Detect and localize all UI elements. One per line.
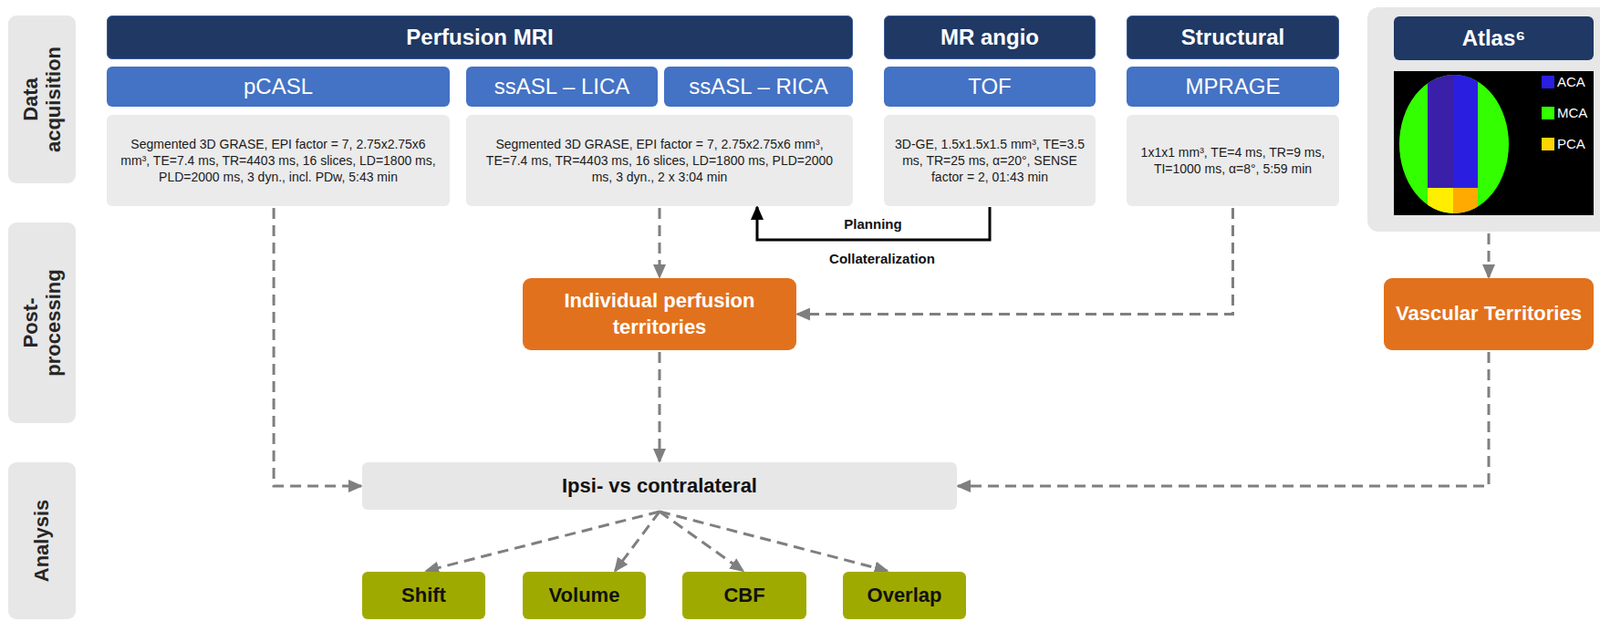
result-box: CBF bbox=[682, 571, 807, 620]
node-text: pCASL bbox=[243, 73, 313, 100]
node-text: CBF bbox=[723, 583, 765, 608]
node-text: Volume bbox=[549, 583, 621, 608]
flow-arrow bbox=[659, 511, 888, 572]
node-text: TOF bbox=[967, 73, 1012, 100]
sequence-box: MPRAGE bbox=[1126, 66, 1340, 107]
planning-arrow bbox=[757, 207, 990, 240]
flow-arrow bbox=[273, 207, 362, 487]
node-text: Shift bbox=[401, 583, 447, 608]
flow-arrow bbox=[797, 207, 1234, 315]
section-header: Structural bbox=[1126, 15, 1340, 60]
flow-arrow bbox=[1487, 233, 1491, 278]
sequence-box: ssASL – RICA bbox=[664, 66, 853, 107]
node-text: Structural bbox=[1181, 24, 1285, 51]
sequence-box: pCASL bbox=[106, 66, 450, 107]
node-text: 3D-GE, 1.5x1.5x1.5 mm³, TE=3.5 ms, TR=25… bbox=[893, 135, 1087, 187]
acquisition-band: Data acquisition bbox=[8, 15, 76, 184]
node-text: ssASL – RICA bbox=[688, 73, 829, 100]
node-text: Ipsi- vs contralateral bbox=[561, 474, 758, 499]
legend-text: MCA bbox=[1557, 104, 1588, 121]
node-text: Overlap bbox=[867, 583, 943, 608]
analysis-band: Analysis bbox=[8, 462, 76, 620]
parameter-box: 1x1x1 mm³, TE=4 ms, TR=9 ms, TI=1000 ms,… bbox=[1126, 114, 1340, 207]
process-box: Individual perfusion territories bbox=[522, 278, 797, 351]
section-header: Perfusion MRI bbox=[106, 15, 853, 60]
node-text: 1x1x1 mm³, TE=4 ms, TR=9 ms, TI=1000 ms,… bbox=[1135, 144, 1330, 177]
sequence-box: TOF bbox=[883, 66, 1096, 107]
analysis-box: Ipsi- vs contralateral bbox=[362, 462, 957, 510]
flow-arrow bbox=[425, 511, 660, 572]
node-text: MR angio bbox=[940, 24, 1039, 51]
result-box: Volume bbox=[522, 571, 646, 620]
flow-arrow bbox=[614, 511, 660, 572]
flow-arrow bbox=[659, 511, 744, 572]
node-text: Atlas⁶ bbox=[1393, 16, 1594, 61]
edge-label: Planning bbox=[841, 216, 904, 232]
process-box: Vascular Territories bbox=[1383, 278, 1594, 351]
node-text: Individual perfusion territories bbox=[533, 288, 786, 341]
parameter-box: Segmented 3D GRASE, EPI factor = 7, 2.75… bbox=[106, 114, 450, 207]
flow-arrow bbox=[957, 352, 1489, 487]
node-text: Post- processing bbox=[19, 263, 66, 383]
flow-arrow bbox=[658, 207, 662, 278]
legend-swatch bbox=[1541, 75, 1555, 89]
node-text: MPRAGE bbox=[1184, 73, 1280, 100]
sequence-box: ssASL – LICA bbox=[466, 66, 658, 107]
node-text: Vascular Territories bbox=[1395, 301, 1582, 328]
node-text: Data acquisition bbox=[19, 40, 66, 159]
legend-swatch bbox=[1541, 137, 1555, 151]
result-box: Overlap bbox=[842, 571, 967, 620]
node-text: ssASL – LICA bbox=[494, 73, 631, 100]
result-box: Shift bbox=[362, 571, 486, 620]
section-header: MR angio bbox=[883, 15, 1096, 60]
parameter-box: 3D-GE, 1.5x1.5x1.5 mm³, TE=3.5 ms, TR=25… bbox=[883, 114, 1096, 207]
processing-band: Post- processing bbox=[8, 222, 76, 424]
node-text: Analysis bbox=[30, 472, 53, 610]
node-text: Segmented 3D GRASE, EPI factor = 7, 2.75… bbox=[475, 135, 844, 187]
legend-item: MCA bbox=[1541, 104, 1588, 121]
flow-arrow bbox=[658, 352, 662, 462]
line-label: Collateralization bbox=[826, 250, 938, 267]
legend-swatch bbox=[1541, 106, 1555, 120]
legend-text: ACA bbox=[1557, 73, 1586, 90]
node-text: Segmented 3D GRASE, EPI factor = 7, 2.75… bbox=[115, 135, 441, 187]
legend-item: ACA bbox=[1541, 73, 1586, 90]
node-text: Perfusion MRI bbox=[405, 24, 553, 51]
legend-text: PCA bbox=[1557, 135, 1586, 152]
parameter-box: Segmented 3D GRASE, EPI factor = 7, 2.75… bbox=[466, 114, 853, 207]
legend-item: PCA bbox=[1541, 135, 1586, 152]
